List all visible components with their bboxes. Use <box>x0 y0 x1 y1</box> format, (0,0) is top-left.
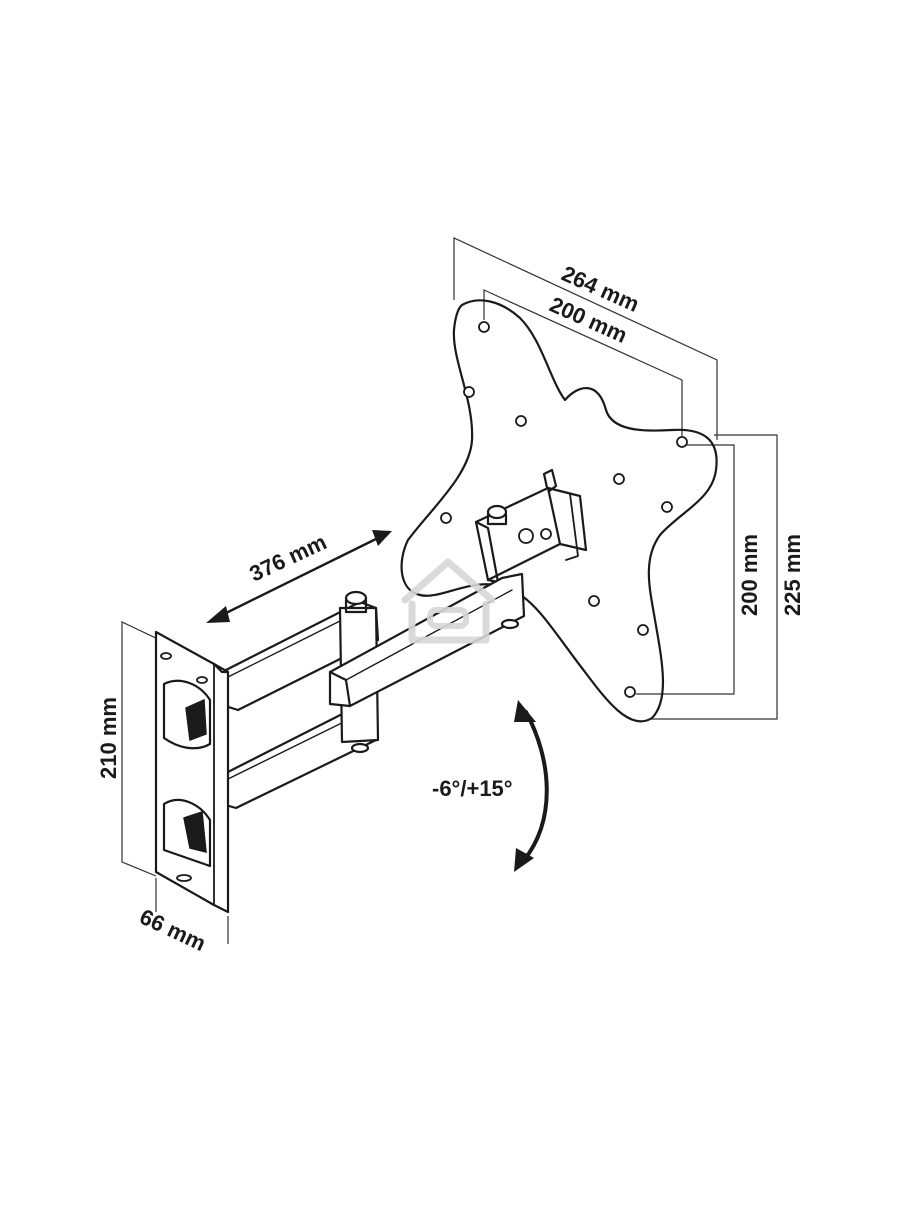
label-66mm: 66 mm <box>136 904 210 956</box>
label-376mm: 376 mm <box>246 529 331 586</box>
vesa-hole-6 <box>661 501 673 513</box>
vesa-holes <box>440 321 688 698</box>
label-225mm: 225 mm <box>780 534 805 616</box>
house-logo-watermark <box>401 558 496 644</box>
vesa-mounting-plate <box>400 299 718 723</box>
vesa-hole-8 <box>588 595 600 607</box>
vesa-hole-3 <box>515 415 527 427</box>
vesa-hole-2 <box>463 386 475 398</box>
dimension-lines-wall-plate <box>121 621 229 944</box>
vesa-hole-9 <box>637 624 649 636</box>
vesa-hole-10 <box>624 686 636 698</box>
vesa-hole-5 <box>613 473 625 485</box>
tilt-head-bracket <box>474 468 588 584</box>
tilt-arrow <box>514 700 549 872</box>
dimension-lines-plate <box>453 237 778 720</box>
wall-plate <box>154 630 230 914</box>
swing-arms <box>220 572 526 810</box>
label-210mm: 210 mm <box>96 697 121 779</box>
arm-extension-arrow <box>206 530 392 623</box>
vesa-hole-1 <box>478 321 490 333</box>
vesa-hole-7 <box>440 512 452 524</box>
vesa-hole-4 <box>676 436 688 448</box>
label-tilt-range: -6°/+15° <box>432 776 513 801</box>
label-200mm-vertical: 200 mm <box>737 534 762 616</box>
